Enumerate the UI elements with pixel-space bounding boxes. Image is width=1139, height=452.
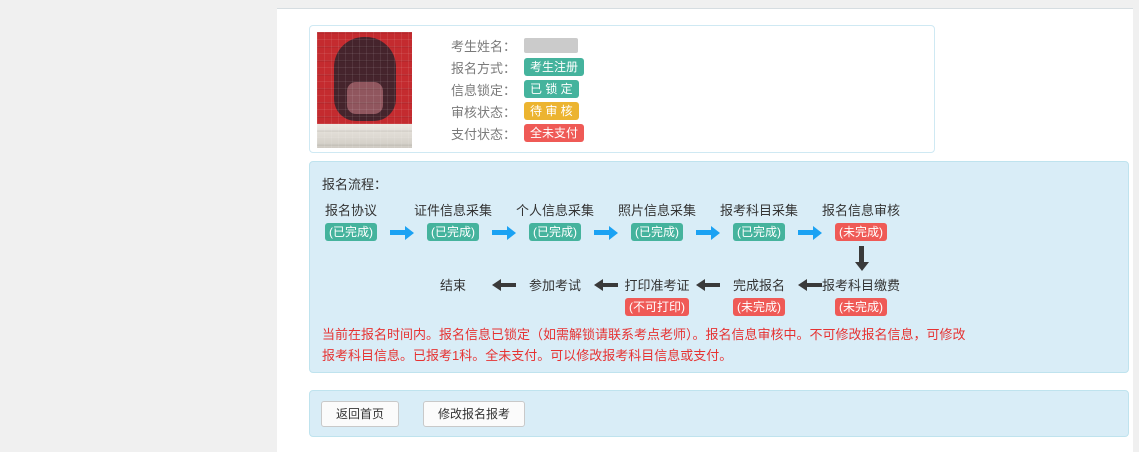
arrow-left-icon bbox=[594, 283, 618, 287]
status-badge: 已 锁 定 bbox=[524, 80, 579, 98]
flow-step: 照片信息采集 (已完成) bbox=[618, 203, 697, 241]
content-area: 考生姓名： 报名方式： 考生注册 信息锁定： 已 锁 定 审核状态： 待 审 核… bbox=[277, 8, 1133, 452]
step-status-badge: (不可打印) bbox=[625, 298, 689, 316]
flow-row-forward: 报名协议 (已完成) 证件信息采集 (已完成) 个人信息采集 (已完成) 照片信… bbox=[312, 202, 1128, 241]
photo-shirt bbox=[317, 124, 412, 148]
step-status-badge: (未完成) bbox=[733, 298, 785, 316]
flow-step: 完成报名 (未完成) bbox=[732, 278, 785, 316]
field-label: 信息锁定： bbox=[450, 82, 516, 98]
flow-row-backward: 结束 参加考试 打印准考证 (不可打印) 完成报名 (未完成) 报考科目缴费 (… bbox=[414, 277, 1128, 316]
flow-step: 打印准考证 (不可打印) bbox=[624, 278, 690, 316]
status-badge: 全未支付 bbox=[524, 124, 585, 142]
step-status-badge: (已完成) bbox=[325, 223, 377, 241]
step-status-badge: (已完成) bbox=[529, 223, 581, 241]
arrow-right-icon bbox=[492, 230, 516, 235]
arrow-left-icon bbox=[696, 283, 720, 287]
flow-step: 报考科目缴费 (未完成) bbox=[822, 278, 901, 316]
flow-step: 报考科目采集 (已完成) bbox=[720, 203, 799, 241]
field-info-lock: 信息锁定： 已 锁 定 bbox=[444, 78, 584, 100]
candidate-photo bbox=[317, 32, 412, 148]
step-status-badge: (已完成) bbox=[733, 223, 785, 241]
arrow-right-icon bbox=[594, 230, 618, 235]
field-label: 支付状态： bbox=[450, 126, 516, 142]
photo-mosaic-overlay bbox=[317, 32, 412, 148]
flow-step: 结束 bbox=[439, 278, 466, 293]
flow-step: 证件信息采集 (已完成) bbox=[414, 203, 493, 241]
field-review-status: 审核状态： 待 审 核 bbox=[444, 100, 584, 122]
flow-panel: 报名流程： 报名协议 (已完成) 证件信息采集 (已完成) 个人信息采集 (已完… bbox=[309, 161, 1129, 373]
step-status-badge: (未完成) bbox=[835, 298, 887, 316]
status-badge: 待 审 核 bbox=[524, 102, 579, 120]
modify-registration-button[interactable]: 修改报名报考 bbox=[423, 400, 526, 427]
field-payment-status: 支付状态： 全未支付 bbox=[444, 122, 585, 144]
registration-status-notice: 当前在报名时间内。报名信息已锁定（如需解锁请联系考点老师）。报名信息审核中。不可… bbox=[322, 327, 966, 363]
profile-panel: 考生姓名： 报名方式： 考生注册 信息锁定： 已 锁 定 审核状态： 待 审 核… bbox=[309, 25, 935, 153]
back-home-button[interactable]: 返回首页 bbox=[321, 400, 400, 427]
flow-title: 报名流程： bbox=[322, 177, 388, 192]
status-badge: 考生注册 bbox=[524, 58, 585, 76]
arrow-right-icon bbox=[798, 230, 822, 235]
flow-step: 参加考试 bbox=[528, 278, 581, 293]
arrow-left-icon bbox=[798, 283, 822, 287]
field-label: 审核状态： bbox=[450, 104, 516, 120]
profile-fields: 考生姓名： 报名方式： 考生注册 信息锁定： 已 锁 定 审核状态： 待 审 核… bbox=[444, 34, 585, 144]
flow-step: 报名信息审核 (未完成) bbox=[822, 203, 901, 241]
step-status-badge: (已完成) bbox=[427, 223, 479, 241]
masked-name-value bbox=[524, 37, 578, 53]
arrow-right-icon bbox=[696, 230, 720, 235]
photo-face bbox=[347, 82, 383, 114]
field-label: 考生姓名： bbox=[450, 38, 516, 54]
action-panel: 返回首页 修改报名报考 bbox=[309, 390, 1129, 437]
field-candidate-name: 考生姓名： bbox=[444, 34, 584, 56]
field-label: 报名方式： bbox=[450, 60, 516, 76]
step-status-badge: (已完成) bbox=[631, 223, 683, 241]
step-status-badge: (未完成) bbox=[835, 223, 887, 241]
flow-step: 报名协议 (已完成) bbox=[324, 203, 377, 241]
arrow-left-icon bbox=[492, 283, 516, 287]
arrow-down-icon bbox=[859, 246, 864, 262]
flow-step: 个人信息采集 (已完成) bbox=[516, 203, 595, 241]
field-registration-method: 报名方式： 考生注册 bbox=[444, 56, 585, 78]
arrow-right-icon bbox=[390, 230, 414, 235]
flow-connector bbox=[310, 241, 1128, 277]
